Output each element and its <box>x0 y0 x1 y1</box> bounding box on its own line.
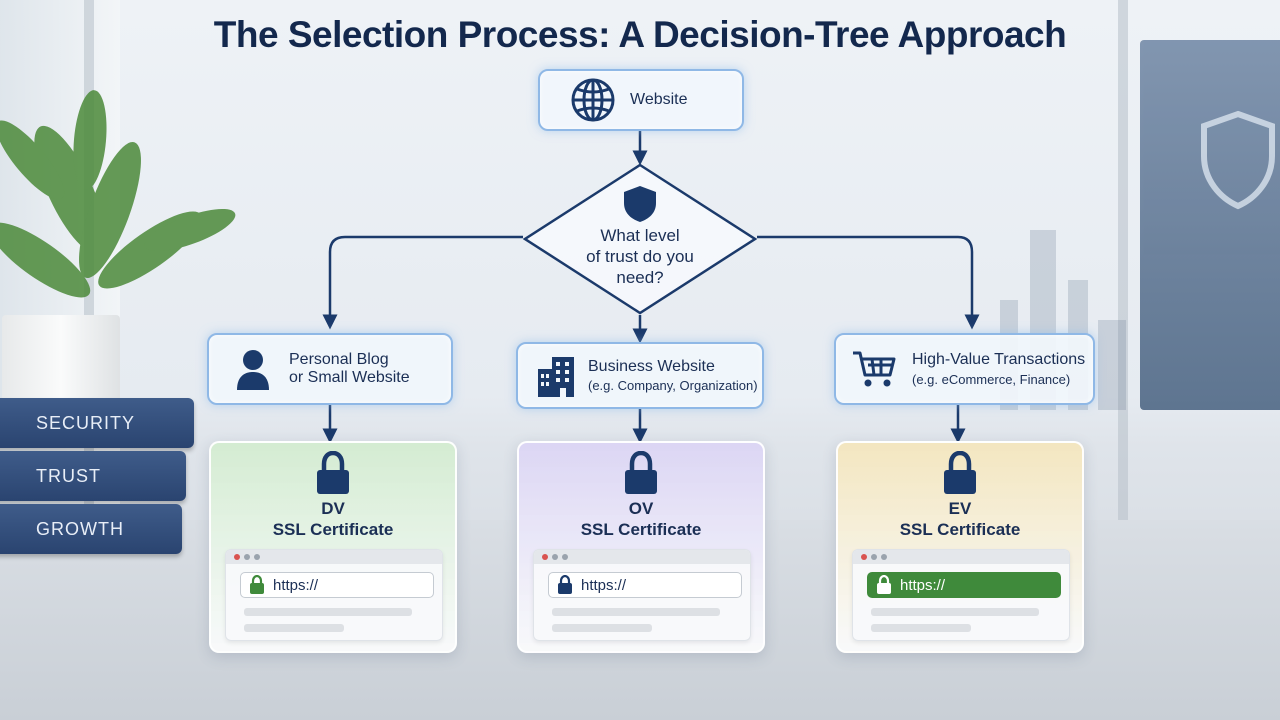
url-text: https:// <box>900 576 946 594</box>
globe-icon <box>570 77 616 123</box>
address-bar-ev-green: https:// <box>867 572 1061 598</box>
browser-mockup: https:// <box>533 549 751 641</box>
lock-icon <box>317 451 349 494</box>
shield-icon <box>1201 110 1275 210</box>
lock-icon <box>250 575 264 594</box>
book-security: SECURITY <box>0 398 194 448</box>
lock-icon <box>877 575 891 594</box>
decision-question: What level of trust do you need? <box>586 226 694 287</box>
browser-mockup: https:// <box>852 549 1070 641</box>
website-node: Website <box>538 69 744 131</box>
website-label: Website <box>630 90 688 108</box>
wall-screen-decoration <box>1140 40 1280 410</box>
certificate-title: EV SSL Certificate <box>899 499 1021 539</box>
dv-certificate-card: DV SSL Certificate https:// <box>209 441 457 653</box>
certificate-title: OV SSL Certificate <box>580 499 702 539</box>
shopping-cart-icon <box>852 349 896 389</box>
high-value-transactions-label: High-Value Transactions (e.g. eCommerce,… <box>912 351 1086 387</box>
plant-decoration <box>0 90 236 298</box>
personal-blog-node: Personal Blog or Small Website <box>207 333 453 405</box>
address-bar: https:// <box>240 572 434 598</box>
business-website-label: Business Website (e.g. Company, Organiza… <box>588 357 758 394</box>
url-text: https:// <box>273 576 319 594</box>
browser-mockup: https:// <box>225 549 443 641</box>
ov-certificate-card: OV SSL Certificate https:// <box>517 441 765 653</box>
window-frame-right <box>1118 0 1128 530</box>
lock-icon <box>625 451 657 494</box>
url-text: https:// <box>581 576 627 594</box>
page-title: The Selection Process: A Decision-Tree A… <box>213 14 1067 55</box>
book-trust: TRUST <box>0 451 186 501</box>
lock-icon <box>558 575 572 594</box>
book-growth: GROWTH <box>0 504 182 554</box>
personal-blog-label: Personal Blog or Small Website <box>289 350 410 386</box>
address-bar: https:// <box>548 572 742 598</box>
shield-icon <box>624 186 656 222</box>
plant-pot <box>2 315 120 405</box>
ev-certificate-card: EV SSL Certificate https:// <box>836 441 1084 653</box>
user-icon <box>235 348 271 390</box>
building-icon <box>536 355 576 397</box>
certificate-title: DV SSL Certificate <box>272 499 394 539</box>
trust-decision-node: What level of trust do you need? <box>523 163 757 315</box>
business-website-node: Business Website (e.g. Company, Organiza… <box>516 342 764 409</box>
lock-icon <box>944 451 976 494</box>
high-value-transactions-node: High-Value Transactions (e.g. eCommerce,… <box>834 333 1095 405</box>
